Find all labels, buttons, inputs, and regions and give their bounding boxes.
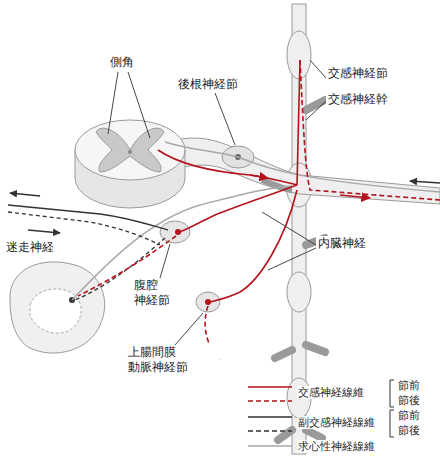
leader-lines [108, 60, 326, 345]
legend-text: 節後 [397, 394, 421, 407]
part-label: 交感神経幹 [326, 92, 390, 107]
legend-samples [248, 380, 394, 446]
legend-text: 節前 [397, 379, 421, 392]
part-label: 腹腔 神経節 [132, 278, 188, 308]
intestine [10, 262, 105, 353]
spinal-cord [75, 120, 185, 208]
part-label: 後根神経節 [176, 77, 240, 92]
legend-text: 交感神経線維 [297, 386, 365, 399]
direction-arrow [410, 181, 440, 183]
afferent-fibers [72, 142, 440, 300]
legend-text: 節後 [397, 424, 421, 437]
part-label: 交感神経節 [326, 66, 390, 81]
part-label: 上腸間膜 動脈神経節 [126, 345, 220, 375]
sympathetic-fibers [78, 60, 440, 360]
part-label: 迷走神経 [4, 240, 56, 255]
part-label: 内臓神経 [316, 236, 368, 251]
legend-text: 節前 [397, 409, 421, 422]
legend-text: 副交感神経線維 [297, 416, 376, 429]
legend-text: 求心性神経線維 [297, 440, 376, 453]
part-label: 側角 [108, 55, 136, 70]
